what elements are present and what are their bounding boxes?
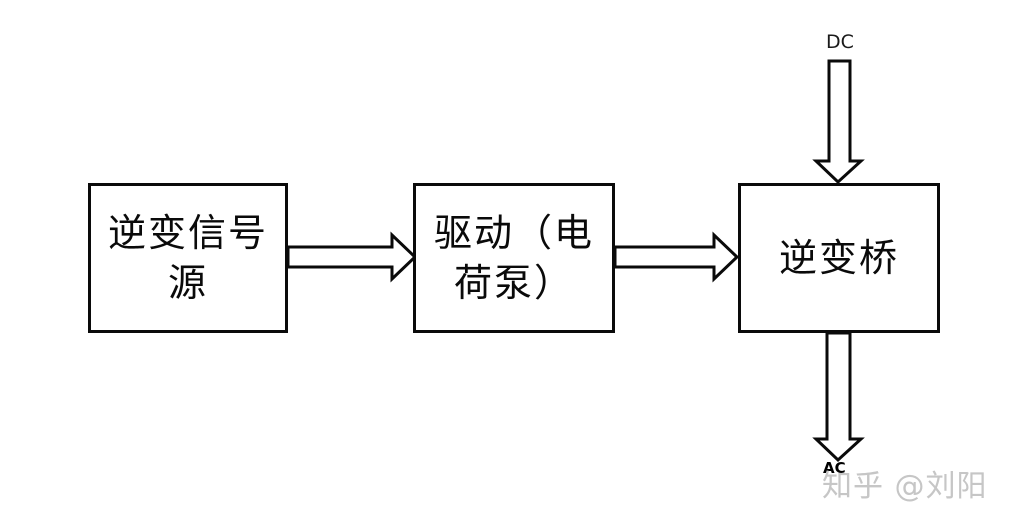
arrow-driver-to-bridge-icon bbox=[613, 231, 740, 283]
box-label-line: 荷泵） bbox=[453, 261, 574, 305]
ac-output-label: AC bbox=[823, 459, 846, 477]
ac-output-arrow-icon bbox=[812, 331, 865, 463]
box-inverter-signal-source: 逆变信号 源 bbox=[88, 183, 288, 333]
dc-input-label: DC bbox=[826, 31, 854, 53]
box-label-line: 源 bbox=[167, 261, 208, 305]
arrow-signal-to-driver-icon bbox=[286, 231, 418, 283]
box-label-line: 逆变桥 bbox=[778, 236, 899, 280]
watermark-zhihu-liuyang: 知乎 @刘阳 bbox=[822, 469, 988, 504]
box-inverter-bridge: 逆变桥 bbox=[738, 183, 940, 333]
box-driver-charge-pump: 驱动（电 荷泵） bbox=[413, 183, 615, 333]
dc-input-arrow-icon bbox=[812, 59, 865, 185]
box-label-line: 驱动（电 bbox=[433, 211, 594, 255]
box-label-line: 逆变信号 bbox=[107, 211, 268, 255]
